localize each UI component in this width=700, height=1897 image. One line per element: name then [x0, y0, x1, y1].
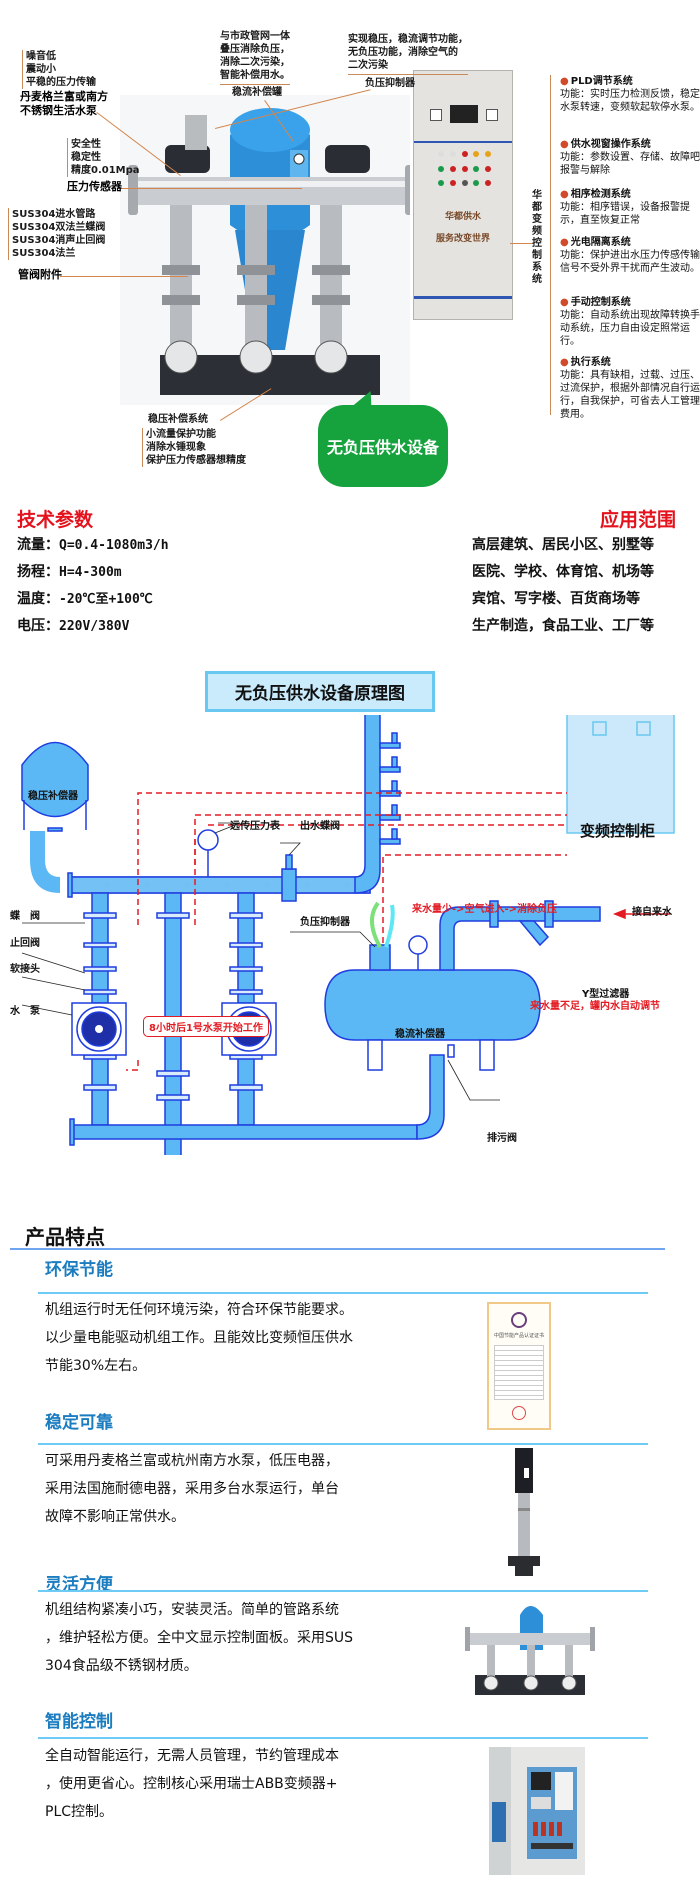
diagram-title: 无负压供水设备原理图	[205, 671, 435, 712]
inlet-arrow-icon	[612, 908, 670, 920]
energy-certificate-image: 中国节能产品认证证书	[487, 1302, 551, 1430]
cabinet-meter-left	[430, 109, 442, 121]
diagram-drawing	[21, 715, 675, 1155]
feature-text: 全自动智能运行，无需人员管理，节约管理成本 ，使用更省心。控制核心采用瑞士ABB…	[45, 1748, 339, 1820]
applications-list: 高层建筑、居民小区、别墅等 医院、学校、体育馆、机场等 宾馆、写字楼、百货商场等…	[472, 532, 654, 640]
diagram-check-valve-label: 止回阀	[10, 938, 40, 949]
application-item: 医院、学校、体育馆、机场等	[472, 564, 654, 580]
application-item: 生产制造，食品工业、工厂等	[472, 618, 654, 634]
diagram-soft-joint-label: 软接头	[10, 964, 40, 975]
feature-heading: 环保节能	[45, 1260, 113, 1280]
specs-list: 流量：Q=0.4-1080m3/h 扬程：H=4-300m 温度：-20℃至+1…	[17, 532, 169, 640]
bullet-icon: ●	[560, 189, 569, 200]
suppressor-features: 实现稳压，稳流调节功能， 无负压功能，消除空气的 二次污染	[348, 33, 468, 75]
feature-text: 机组运行时无任何环境污染，符合环保节能要求。 以少量电能驱动机组工作。且能效比变…	[45, 1302, 353, 1374]
feature-heading: 智能控制	[45, 1712, 113, 1732]
feature-text: 可采用丹麦格兰富或杭州南方水泵，低压电器， 采用法国施耐德电器，采用多台水泵运行…	[45, 1453, 339, 1525]
diagram-inlet-label: 接自来水	[632, 907, 672, 918]
pump-features: 噪音低 震动小 平稳的压力传输	[22, 50, 96, 89]
stabilizer-system-caption: 稳压补偿系统	[148, 414, 208, 425]
diagram-suppressor-label: 负压抑制器	[300, 917, 350, 928]
specs-title: 技术参数	[17, 509, 94, 531]
diagram-compensator-label: 稳流补偿器	[395, 1029, 445, 1040]
cabinet-buttons	[438, 151, 493, 191]
bullet-icon: ●	[560, 297, 569, 308]
diagram-gauge-label: 远传压力表	[230, 821, 280, 832]
diagram-flow-note: 来水量少->空气进入->消除负压	[412, 904, 558, 915]
control-system-item: ●供水视窗操作系统 功能：参数设置、存储、故障吧报警与解除	[560, 139, 700, 176]
pump-name-caption: 丹麦格兰富或南方 不锈钢生活水泵	[20, 90, 108, 117]
bullet-icon: ●	[560, 139, 569, 150]
spec-row: 电压：220V/380V	[17, 618, 130, 634]
cabinet-meter-right	[486, 109, 498, 121]
control-cabinet-open-image	[489, 1747, 585, 1875]
cabinet-screen	[450, 105, 478, 123]
application-item: 高层建筑、居民小区、别墅等	[472, 537, 654, 553]
application-item: 宾馆、写字楼、百货商场等	[472, 591, 640, 607]
control-system-item: ●PLD调节系统 功能：实时压力检测反馈，稳定水泵转速，变频软起软停水泵。	[560, 76, 700, 113]
spec-row: 温度：-20℃至+100℃	[17, 591, 153, 607]
tank-features: 与市政管网一体 叠压消除负压， 消除二次污染， 智能补偿用水。	[220, 30, 290, 85]
features-title: 产品特点	[25, 1225, 105, 1249]
control-system-item: ●相序检测系统 功能：相序错误，设备报警提示，直至恢复正常	[560, 189, 690, 226]
applications-title: 应用范围	[600, 509, 677, 531]
equipment-photo	[120, 95, 410, 405]
sensor-name-caption: 压力传感器	[67, 180, 122, 193]
pipe-parts-list: SUS304进水管路 SUS304双法兰蝶阀 SUS304消声止回阀 SUS30…	[8, 208, 105, 260]
bullet-icon: ●	[560, 357, 569, 368]
control-system-item: ●光电隔离系统 功能：保护进出水压力传感传输信号不受外界干扰而产生波动。	[560, 237, 700, 274]
spec-row: 扬程：H=4-300m	[17, 564, 122, 580]
bullet-icon: ●	[560, 76, 569, 87]
stabilizer-features: 小流量保护功能 消除水锤现象 保护压力传感器想精度	[142, 428, 246, 467]
diagram-shortage-note: 来水量不足，罐内水自动调节	[530, 1001, 660, 1012]
flow-compensator	[324, 969, 541, 1041]
control-list-bracket	[550, 75, 551, 415]
diagram-cabinet-label: 变频控制柜	[580, 822, 656, 840]
control-system-item: ●手动控制系统 功能：自动系统出现故障转换手动系统，压力自由设定照常运行。	[560, 297, 700, 347]
diagram-outlet-valve-label: 出水蝶阀	[300, 821, 340, 832]
bullet-icon: ●	[560, 237, 569, 248]
diagram-drain-label: 排污阀	[487, 1133, 517, 1144]
features-divider	[10, 1248, 665, 1250]
stabilizer-tank	[21, 741, 89, 818]
cabinet-panel-text: 华都供水 服务改变世界	[435, 212, 490, 244]
control-system-item: ●执行系统 功能：具有缺相，过载、过压、过流保护，根据外部情况自行运行，自我保护…	[560, 357, 700, 420]
tank-name-caption: 稳流补偿罐	[232, 87, 282, 98]
suppressor-name-caption: 负压抑制器	[365, 78, 415, 89]
product-name-bubble: 无负压供水设备	[318, 405, 448, 487]
pump-1	[71, 1002, 127, 1056]
diagram-tank-label: 稳压补偿器	[28, 791, 78, 802]
spec-row: 流量：Q=0.4-1080m3/h	[17, 537, 169, 553]
pipe-name-caption: 管阀附件	[18, 268, 62, 281]
vertical-pump-image	[508, 1448, 540, 1576]
control-cabinet: 华都供水 服务改变世界	[413, 70, 513, 320]
diagram-filter-label: Y型过滤器	[582, 989, 630, 1000]
feature-text: 机组结构紧凑小巧，安装灵活。简单的管路系统 ，维护轻松方便。全中文显示控制面板。…	[45, 1602, 354, 1674]
feature-heading: 稳定可靠	[45, 1413, 113, 1433]
certificate-seal-icon	[512, 1406, 526, 1420]
sensor-features: 安全性 稳定性 精度0.01Mpa	[67, 138, 140, 177]
diagram-pump-label: 水 泵	[10, 1006, 40, 1017]
certificate-emblem-icon	[511, 1312, 527, 1328]
cabinet-system-label: 华都变频控制系统	[532, 190, 542, 285]
diagram-callout: 8小时后1号水泵开始工作	[143, 1016, 269, 1037]
diagram-butterfly-valve-label: 蝶 阀	[10, 911, 40, 922]
pump-unit-image	[465, 1606, 595, 1695]
